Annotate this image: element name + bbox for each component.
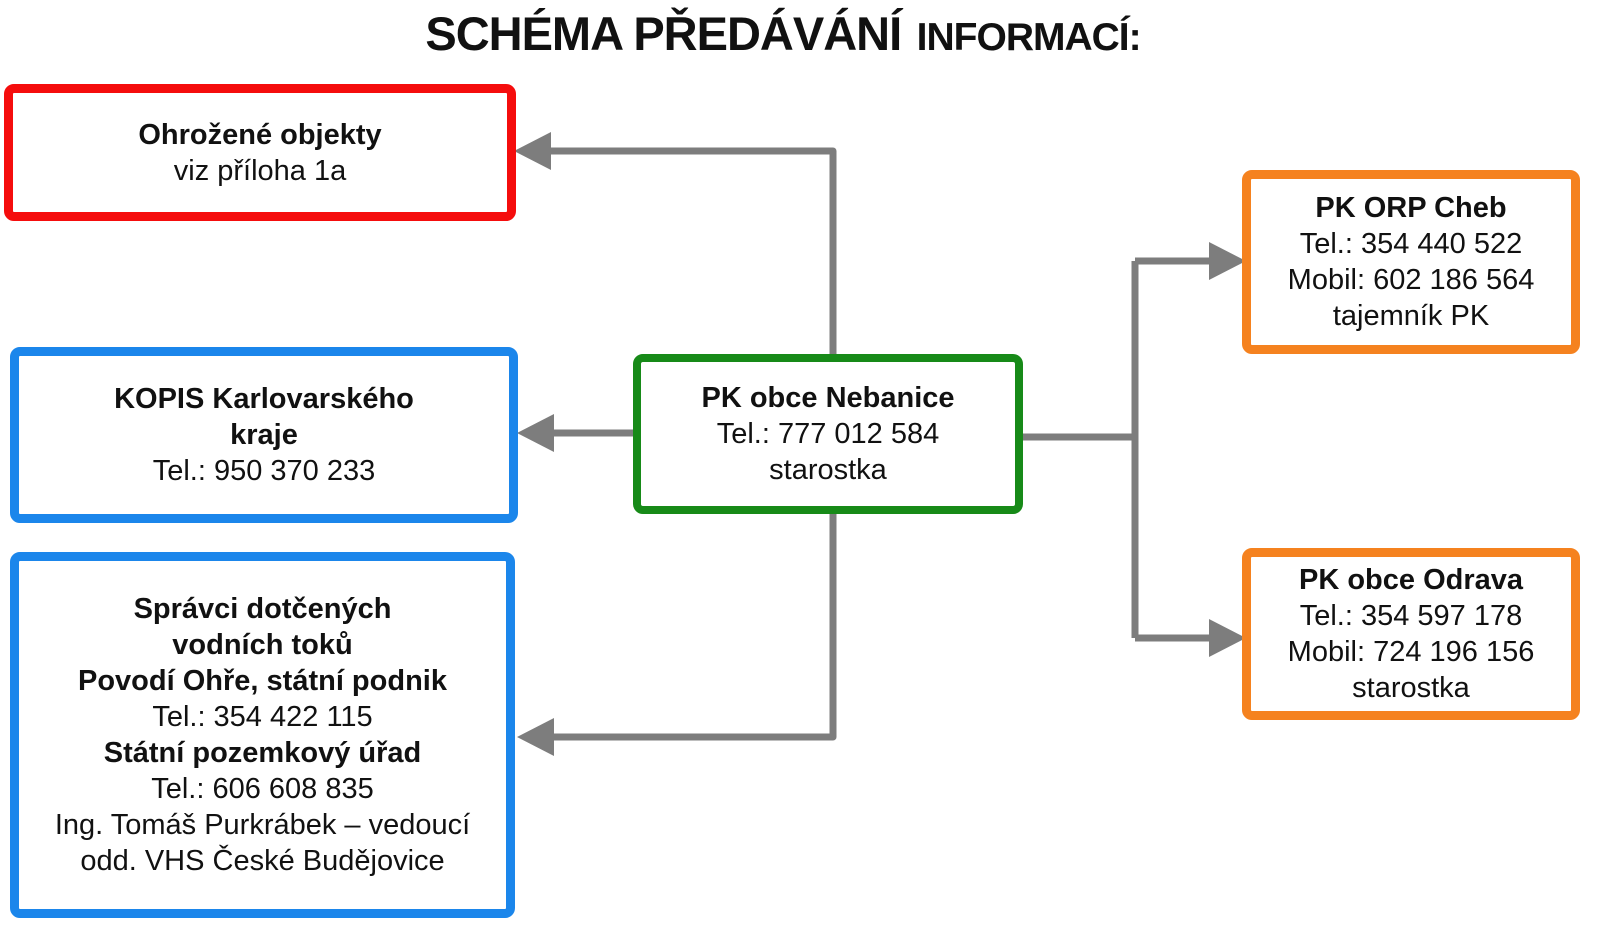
node-line: Povodí Ohře, státní podnik xyxy=(78,665,447,697)
node-line: Mobil: 724 196 156 xyxy=(1287,636,1535,668)
connector-nebanice-to-spravci xyxy=(552,512,837,741)
node-line: starostka xyxy=(1352,672,1470,704)
arrowhead-cheb-icon xyxy=(1209,242,1246,280)
node-nebanice: PK obce Nebanice Tel.: 777 012 584 staro… xyxy=(633,354,1023,514)
node-line: Státní pozemkový úřad xyxy=(103,737,422,769)
arrowhead-odrava-icon xyxy=(1209,619,1246,657)
node-line: Tel.: 354 440 522 xyxy=(1299,228,1523,260)
connector-nebanice-to-ohrozene xyxy=(549,147,837,356)
node-line: Tel.: 606 608 835 xyxy=(151,773,374,805)
node-line: odd. VHS České Budějovice xyxy=(80,845,445,877)
node-line: vodních toků xyxy=(172,629,353,661)
node-line: Ing. Tomáš Purkrábek – vedoucí xyxy=(54,809,471,841)
node-spravci: Správci dotčených vodních toků Povodí Oh… xyxy=(10,552,515,918)
page-title-secondary: INFORMACÍ: xyxy=(916,16,1142,59)
node-line: viz příloha 1a xyxy=(173,154,347,187)
page-title: SCHÉMA PŘEDÁVÁNÍ INFORMACÍ: xyxy=(0,6,1566,61)
node-ohrozene-objekty: Ohrožené objekty viz příloha 1a xyxy=(4,84,516,221)
node-line: Tel.: 777 012 584 xyxy=(716,418,940,450)
page-title-space xyxy=(905,7,917,60)
node-line: Tel.: 354 597 178 xyxy=(1299,600,1523,632)
arrowhead-ohrozene-icon xyxy=(514,132,551,170)
page-title-main: SCHÉMA PŘEDÁVÁNÍ xyxy=(425,7,902,60)
node-kopis: KOPIS Karlovarského kraje Tel.: 950 370 … xyxy=(10,347,518,523)
node-line: kraje xyxy=(230,419,298,451)
node-line: KOPIS Karlovarského xyxy=(114,383,414,415)
arrowhead-spravci-icon xyxy=(517,718,554,756)
node-line: Tel.: 354 422 115 xyxy=(152,701,373,733)
node-line: starostka xyxy=(769,454,887,486)
node-line: Ohrožené objekty xyxy=(138,118,382,151)
node-line: tajemník PK xyxy=(1332,300,1490,332)
node-line: Správci dotčených xyxy=(133,593,392,625)
arrowhead-kopis-icon xyxy=(517,414,554,452)
node-odrava: PK obce Odrava Tel.: 354 597 178 Mobil: … xyxy=(1242,548,1580,720)
connector-nebanice-to-right-branch xyxy=(1018,257,1212,642)
node-line: PK obce Nebanice xyxy=(701,382,955,414)
node-line: PK obce Odrava xyxy=(1298,564,1524,596)
node-cheb: PK ORP Cheb Tel.: 354 440 522 Mobil: 602… xyxy=(1242,170,1580,354)
node-line: Tel.: 950 370 233 xyxy=(152,455,376,487)
node-line: PK ORP Cheb xyxy=(1315,192,1507,224)
node-line: Mobil: 602 186 564 xyxy=(1287,264,1535,296)
